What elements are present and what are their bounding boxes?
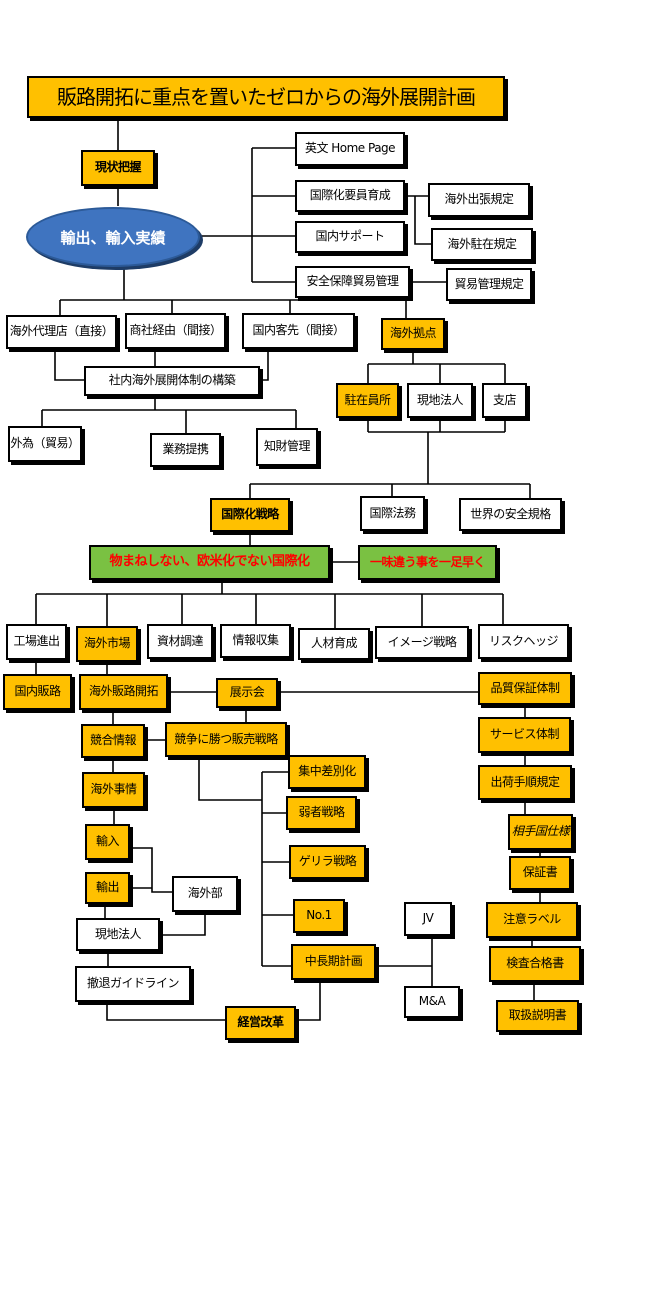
node-gyomu-teikei: 業務提携 — [150, 433, 221, 467]
node-chuzaiin: 駐在員所 — [336, 383, 399, 418]
node-shukka: 出荷手順規定 — [478, 765, 572, 800]
node-kaigai-chuuzai: 海外駐在規定 — [431, 228, 533, 261]
node-anzen-hosho: 安全保障貿易管理 — [295, 266, 410, 298]
node-ichimi: 一味違う事を一足早く — [358, 545, 497, 580]
node-kaigai-hanro: 海外販路開拓 — [79, 674, 168, 710]
node-kyoso: 競争に勝つ販売戦略 — [165, 722, 287, 757]
node-johoshushu: 情報収集 — [220, 624, 291, 658]
node-hoshosho: 保証書 — [509, 856, 571, 890]
node-yushutsu: 輸出 — [85, 872, 130, 904]
node-kojo: 工場進出 — [6, 624, 67, 660]
node-shanai: 社内海外展開体制の構築 — [84, 366, 260, 396]
node-chuchoki: 中長期計画 — [291, 944, 376, 980]
node-kensa: 検査合格書 — [489, 946, 581, 982]
node-eibun: 英文 Home Page — [295, 132, 405, 166]
node-yunyu: 輸入 — [85, 824, 130, 860]
node-keiei-kaikaku: 経営改革 — [225, 1006, 296, 1040]
node-tettai: 撤退ガイドライン — [75, 966, 191, 1002]
node-gaitame: 外為（貿易） — [8, 426, 82, 462]
node-service: サービス体制 — [478, 717, 571, 753]
node-guerrilla: ゲリラ戦略 — [289, 845, 366, 879]
node-kokusai-jinzai: 国際化要員育成 — [295, 180, 405, 212]
node-torisetsu: 取扱説明書 — [496, 1000, 579, 1032]
node-kaigaibu: 海外部 — [172, 876, 238, 912]
node-genchi-hojin-2: 現地法人 — [76, 918, 160, 951]
node-kokunai-support: 国内サポート — [295, 221, 405, 253]
node-kaigai-jijo: 海外事情 — [82, 772, 145, 808]
node-aite-shiyo: 相手国仕様 — [508, 814, 573, 850]
node-kaigai-shucchou: 海外出張規定 — [428, 183, 530, 217]
node-ma: M&A — [404, 986, 460, 1018]
node-jakusha: 弱者戦略 — [286, 796, 357, 830]
node-monomane: 物まねしない、欧米化でない国際化 — [89, 545, 330, 580]
node-chizai: 知財管理 — [256, 428, 318, 466]
node-tenjikai: 展示会 — [216, 678, 278, 708]
node-shiten: 支店 — [482, 383, 527, 418]
node-jinzai: 人材育成 — [298, 628, 370, 660]
node-shuchu: 集中差別化 — [288, 755, 366, 789]
node-no1: No.1 — [293, 899, 345, 933]
node-kyogo-joho: 競合情報 — [81, 724, 145, 758]
node-jv: JV — [404, 902, 452, 936]
page-title: 販路開拓に重点を置いたゼロからの海外展開計画 — [27, 76, 505, 118]
node-shosha: 商社経由（間接） — [125, 313, 226, 349]
node-sekai-kikaku: 世界の安全規格 — [459, 498, 562, 531]
node-kaigai-shijo: 海外市場 — [76, 626, 138, 662]
node-dairiten: 海外代理店（直接） — [6, 315, 117, 349]
node-boeki-kanri: 貿易管理規定 — [446, 268, 532, 301]
node-image: イメージ戦略 — [375, 626, 469, 659]
node-kokusai-senryaku: 国際化戦略 — [210, 498, 290, 532]
node-shizai: 資材調達 — [147, 624, 213, 659]
node-genjo: 現状把握 — [81, 150, 155, 186]
node-hinshitsu: 品質保証体制 — [478, 672, 572, 705]
node-yushutsu-jisseki: 輸出、輸入実績 — [26, 207, 200, 267]
node-chui-label: 注意ラベル — [486, 902, 578, 938]
node-genchi-hojin-1: 現地法人 — [407, 383, 473, 418]
node-kokusai-homu: 国際法務 — [360, 496, 425, 531]
node-kokunai-torihiki: 国内客先（間接） — [242, 313, 355, 349]
node-risk: リスクヘッジ — [478, 624, 569, 659]
node-kaigai-kyoten: 海外拠点 — [381, 318, 445, 350]
node-kokunai-hanro: 国内販路 — [3, 674, 72, 710]
